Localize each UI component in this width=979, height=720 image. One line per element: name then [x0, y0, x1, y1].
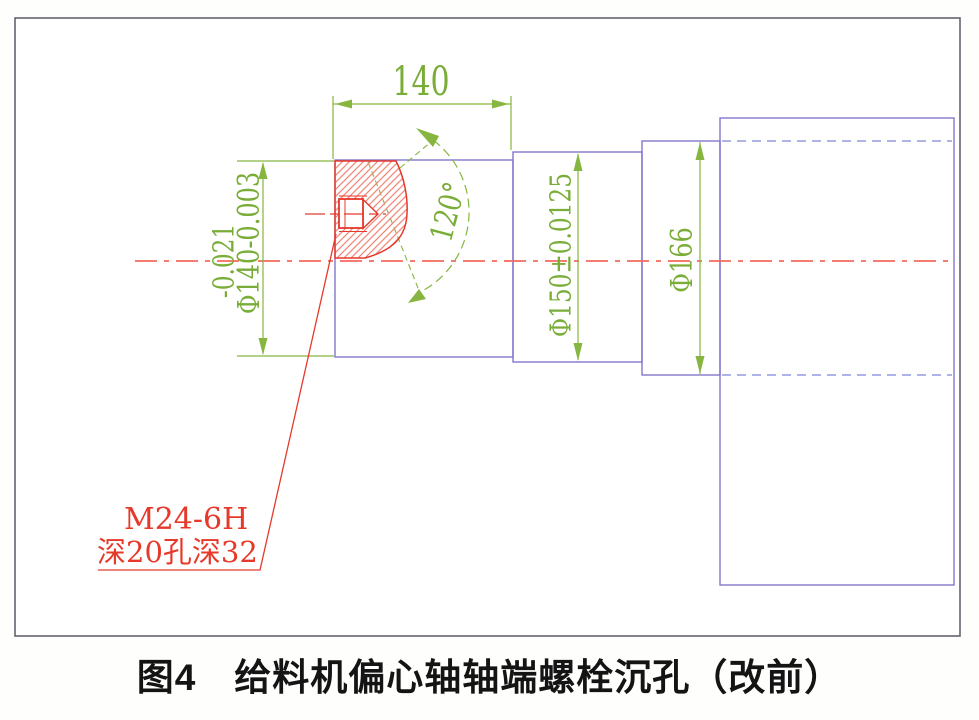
angle-arrow-top — [416, 128, 439, 147]
dim-text-dia166: Φ166 — [665, 227, 700, 293]
dim-length-140 — [332, 96, 512, 159]
figure-caption: 图4 给料机偏心轴轴端螺栓沉孔（改前） — [136, 657, 843, 698]
thread-note-line2: 深20孔深32 — [97, 535, 258, 569]
angle-arc — [423, 139, 470, 291]
drawing-frame — [14, 17, 961, 637]
eccentric-body — [719, 117, 955, 586]
dim-text-dia140: Φ140-0.003 — [232, 171, 267, 315]
hidden-edges — [722, 140, 952, 376]
thread-note-line1: M24-6H — [124, 502, 249, 537]
angle-side-line-upper — [399, 140, 433, 169]
dim-dia-166 — [695, 142, 705, 374]
leader-line — [98, 233, 337, 571]
dim-text-dia150: Φ150±0.0125 — [543, 173, 578, 337]
dim-text-140: 140 — [392, 59, 450, 105]
dim-dia-150 — [573, 153, 583, 361]
angle-arrow-bottom — [408, 289, 426, 303]
dim-dia-140 — [237, 160, 334, 357]
counterbore-detail — [98, 160, 408, 571]
